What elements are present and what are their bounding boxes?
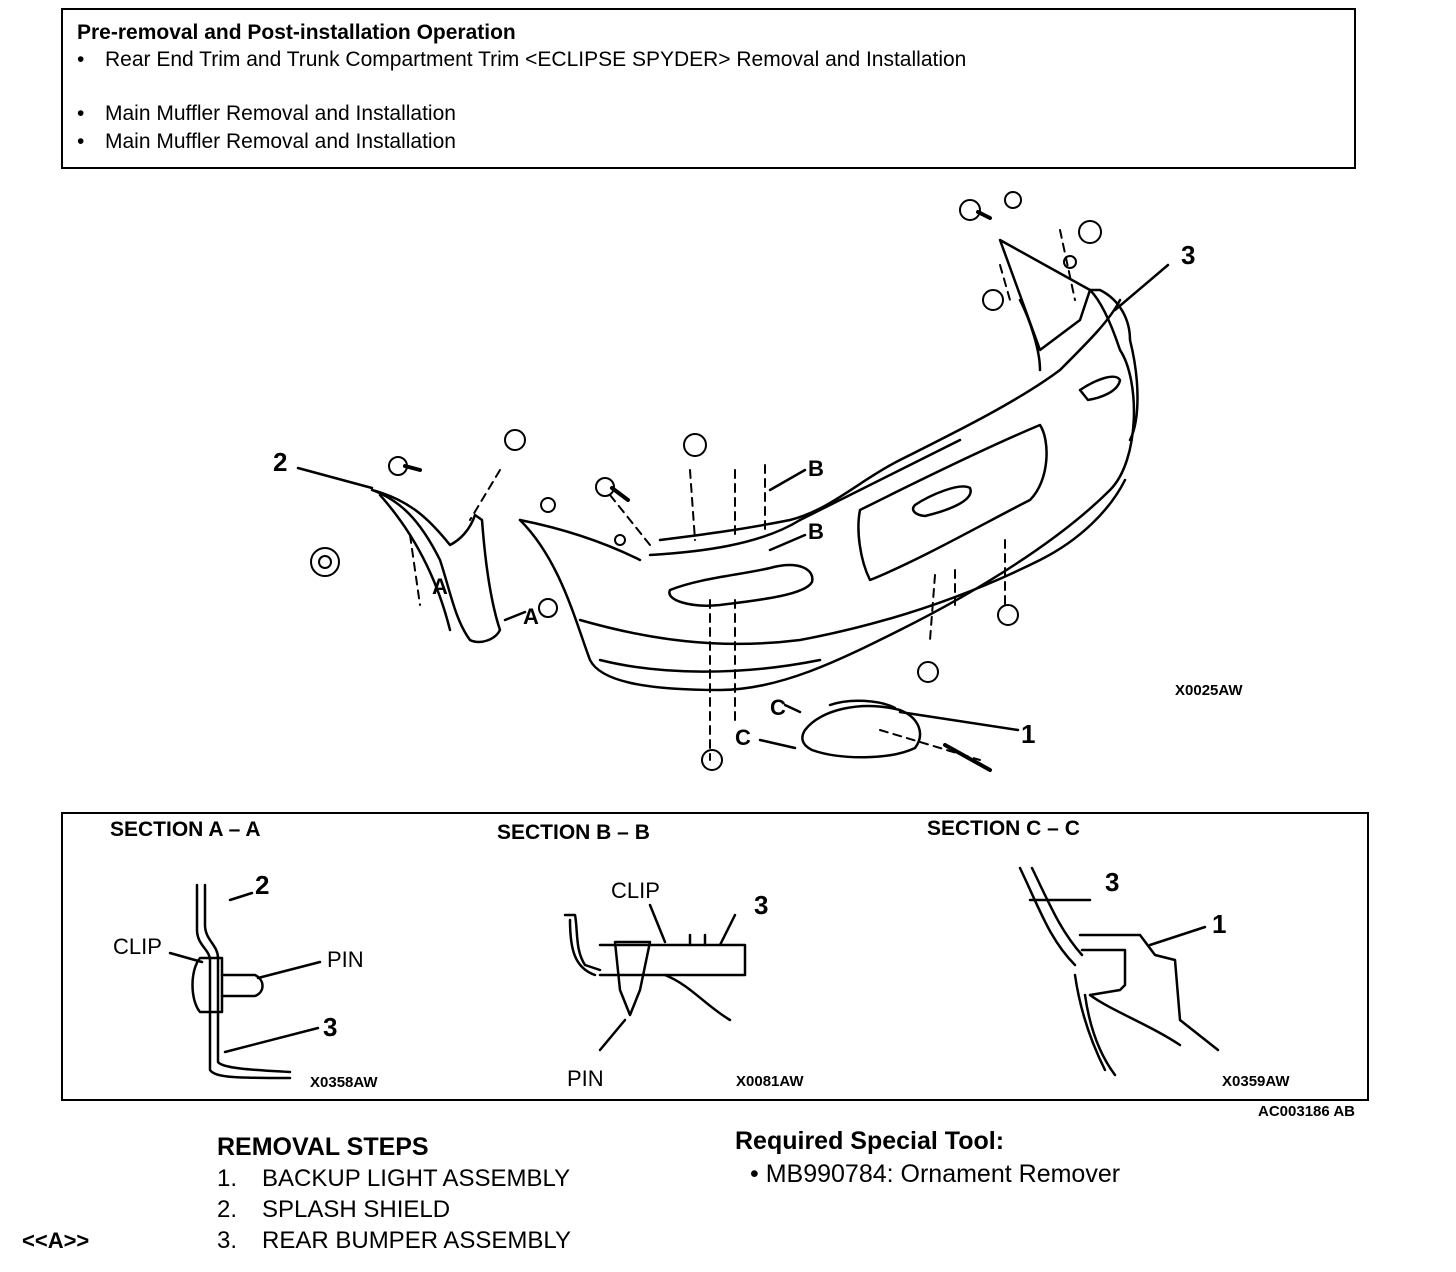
pre-removal-item: • Main Muffler Removal and Installation: [77, 102, 456, 126]
section-b-title: SECTION B – B: [497, 821, 650, 844]
special-tool-title: Required Special Tool:: [735, 1127, 1005, 1155]
sections-drawings: [168, 866, 1220, 1080]
removal-step: 2. SPLASH SHIELD: [217, 1196, 450, 1224]
section-b-pin-label: PIN: [567, 1066, 604, 1091]
section-mark-a: A: [523, 604, 539, 629]
bullet: •: [77, 102, 85, 125]
removal-step: 3. REAR BUMPER ASSEMBLY: [217, 1227, 571, 1255]
backup-light-outline: [801, 704, 922, 759]
bullet: •: [750, 1160, 759, 1188]
section-c-title: SECTION C – C: [927, 817, 1080, 840]
pre-removal-item: • Rear End Trim and Trunk Compartment Tri…: [77, 48, 966, 72]
splash-shield-outline: [370, 488, 502, 644]
bullet: •: [77, 130, 85, 153]
rear-bumper-outline: [518, 288, 1139, 692]
section-mark-c: C: [770, 695, 786, 720]
figure-code: AC003186 AB: [1258, 1103, 1355, 1120]
pre-removal-title: Pre-removal and Post-installation Operat…: [77, 21, 516, 44]
section-mark-b: B: [808, 519, 824, 544]
section-b-code: X0081AW: [736, 1073, 804, 1090]
section-a-drawing: [168, 883, 322, 1080]
section-c-drawing: [1018, 866, 1220, 1077]
pre-removal-item-text: Main Muffler Removal and Installation: [105, 102, 456, 125]
diagram-code: X0025AW: [1175, 682, 1243, 699]
special-tool-item: • MB990784: Ornament Remover: [750, 1160, 1120, 1189]
step-number: 2.: [217, 1196, 238, 1223]
section-c-code: X0359AW: [1222, 1073, 1290, 1090]
section-a-pin-label: PIN: [327, 947, 364, 972]
pre-removal-box: Pre-removal and Post-installation Operat…: [61, 8, 1356, 169]
section-c-num-3: 3: [1105, 867, 1120, 897]
rear-bumper-exploded-diagram: [296, 191, 1170, 772]
section-a-title: SECTION A – A: [110, 818, 261, 841]
step-label: SPLASH SHIELD: [262, 1196, 451, 1223]
step-number: 3.: [217, 1227, 238, 1254]
callout-1: 1: [1021, 719, 1036, 749]
section-c-num-1: 1: [1212, 909, 1227, 939]
step-label: REAR BUMPER ASSEMBLY: [262, 1227, 571, 1254]
step-number: 1.: [217, 1165, 238, 1192]
pre-removal-item-text: Main Muffler Removal and Installation: [105, 130, 456, 153]
pre-removal-item-text: Rear End Trim and Trunk Compartment Trim…: [105, 48, 967, 71]
callout-3: 3: [1181, 240, 1196, 270]
section-mark-a: A: [432, 574, 448, 599]
pre-removal-item: • Main Muffler Removal and Installation: [77, 130, 456, 154]
section-a-num-3: 3: [323, 1012, 338, 1042]
sections-box: [61, 812, 1369, 1101]
section-a-clip-label: CLIP: [113, 934, 162, 959]
bullet: •: [77, 48, 85, 71]
section-b-num-3: 3: [754, 890, 769, 920]
removal-step: 1. BACKUP LIGHT ASSEMBLY: [217, 1165, 570, 1193]
section-mark-c: C: [735, 725, 751, 750]
section-b-drawing: [563, 903, 747, 1052]
removal-steps-title: REMOVAL STEPS: [217, 1133, 429, 1161]
fastener-group: [310, 191, 1102, 772]
special-tool-text: MB990784: Ornament Remover: [765, 1160, 1121, 1188]
section-a-num-2: 2: [255, 870, 270, 900]
callout-2: 2: [273, 447, 288, 477]
section-b-clip-label: CLIP: [611, 878, 660, 903]
step-marker: <<A>>: [22, 1228, 90, 1253]
section-a-code: X0358AW: [310, 1074, 378, 1091]
step-label: BACKUP LIGHT ASSEMBLY: [262, 1165, 571, 1192]
license-plate-recess: [857, 423, 1048, 582]
section-mark-b: B: [808, 456, 824, 481]
